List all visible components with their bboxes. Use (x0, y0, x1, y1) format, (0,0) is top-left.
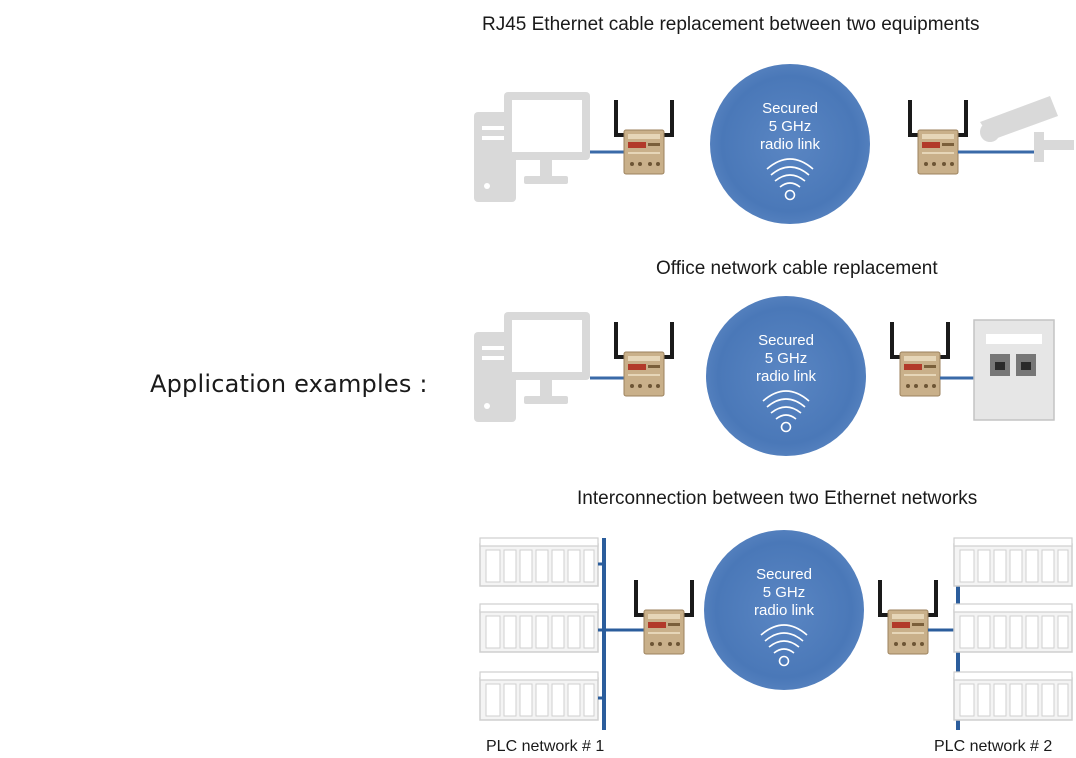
radio-link-line-2: 5 GHz (762, 584, 806, 601)
radio-link-line-2: 5 GHz (764, 350, 808, 367)
application-examples-title: Application examples : (150, 370, 428, 398)
radio-link-line-3: radio link (759, 136, 821, 153)
radio-link-line-1: Secured (762, 100, 818, 117)
camera-icon (980, 96, 1074, 162)
radio-link-line-2: 5 GHz (768, 118, 812, 135)
router-icon (633, 579, 695, 655)
plc-icon (479, 603, 599, 653)
wall-socket-icon (973, 319, 1055, 421)
radio-link-bubble-3: Secured 5 GHz radio link (704, 530, 864, 690)
radio-link-line-1: Secured (756, 566, 812, 583)
section-1-title: RJ45 Ethernet cable replacement between … (482, 14, 980, 35)
radio-link-line-1: Secured (758, 332, 814, 349)
radio-link-label: Secured 5 GHz radio link (710, 100, 870, 154)
plc-icon (479, 671, 599, 721)
plc-network-1-label: PLC network # 1 (486, 738, 605, 755)
radio-link-bubble-2: Secured 5 GHz radio link (706, 296, 866, 456)
plc-icon (479, 537, 599, 587)
radio-link-line-3: radio link (753, 602, 815, 619)
radio-link-label: Secured 5 GHz radio link (706, 332, 866, 386)
radio-link-label: Secured 5 GHz radio link (704, 566, 864, 620)
wifi-icon (760, 624, 808, 667)
plc-icon (953, 537, 1073, 587)
plc-network-2-label: PLC network # 2 (934, 738, 1053, 755)
plc-icon (953, 671, 1073, 721)
plc-icon (953, 603, 1073, 653)
router-icon (877, 579, 939, 655)
radio-link-bubble-1: Secured 5 GHz radio link (710, 64, 870, 224)
radio-link-line-3: radio link (755, 368, 817, 385)
section-3-title: Interconnection between two Ethernet net… (577, 488, 978, 509)
section-2-title: Office network cable replacement (656, 258, 938, 279)
